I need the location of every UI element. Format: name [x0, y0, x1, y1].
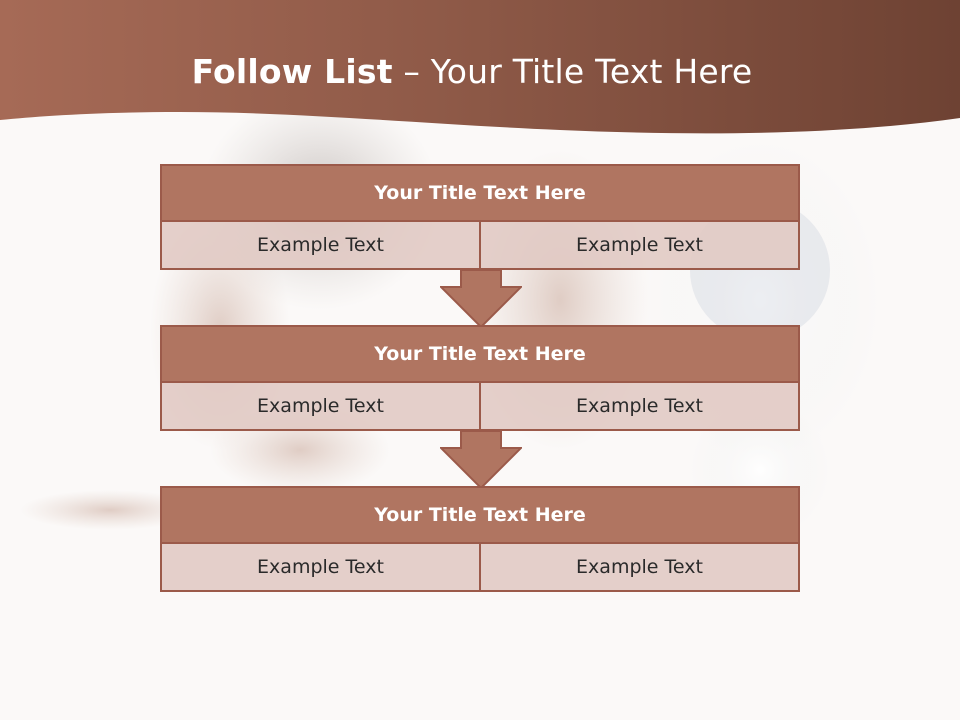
step-box-2: Your Title Text Here Example Text Exampl… [160, 325, 800, 431]
step-title: Your Title Text Here [162, 166, 798, 222]
step-row: Example Text Example Text [162, 222, 798, 268]
step-cell-left: Example Text [162, 222, 479, 268]
step-box-1: Your Title Text Here Example Text Exampl… [160, 164, 800, 270]
slide-title-bold: Follow List [191, 52, 393, 91]
step-row: Example Text Example Text [162, 544, 798, 590]
header-band [0, 0, 960, 134]
step-title: Your Title Text Here [162, 488, 798, 544]
step-box-3: Your Title Text Here Example Text Exampl… [160, 486, 800, 592]
step-title: Your Title Text Here [162, 327, 798, 383]
slide-title: Follow List – Your Title Text Here [0, 52, 944, 91]
step-cell-right: Example Text [479, 544, 798, 590]
down-arrow-icon [440, 430, 522, 490]
down-arrow-icon [440, 269, 522, 329]
step-cell-left: Example Text [162, 544, 479, 590]
step-cell-right: Example Text [479, 383, 798, 429]
step-row: Example Text Example Text [162, 383, 798, 429]
step-cell-left: Example Text [162, 383, 479, 429]
slide-title-rest: – Your Title Text Here [392, 52, 753, 91]
step-cell-right: Example Text [479, 222, 798, 268]
